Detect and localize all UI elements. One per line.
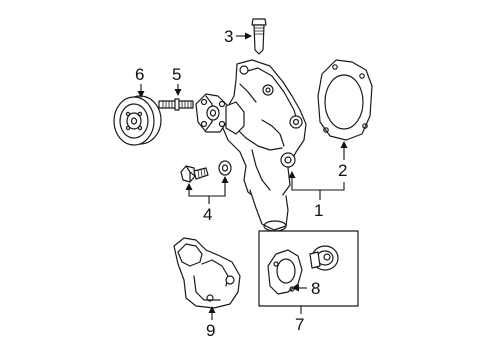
callout-5: 5: [172, 65, 181, 84]
callout-1: 1: [314, 201, 323, 220]
thermostat-gasket: [267, 249, 303, 295]
callout-9: 9: [206, 321, 215, 340]
bolt: [251, 18, 267, 55]
callout-8: 8: [311, 279, 320, 298]
callout-3: 3: [224, 27, 233, 46]
thermostat-housing: [173, 237, 241, 309]
callout-4: 4: [203, 205, 212, 224]
thermostat: [309, 245, 339, 271]
callout-6: 6: [135, 65, 144, 84]
thermostat-kit: [258, 230, 359, 307]
pump-gasket: [317, 59, 373, 141]
water-pump: [195, 59, 307, 232]
pulley: [113, 95, 162, 146]
stud: [158, 98, 194, 111]
bolt-and-washer: [180, 160, 232, 183]
leaders: [137, 32, 348, 320]
callout-7: 7: [295, 315, 304, 334]
callout-2: 2: [338, 161, 347, 180]
